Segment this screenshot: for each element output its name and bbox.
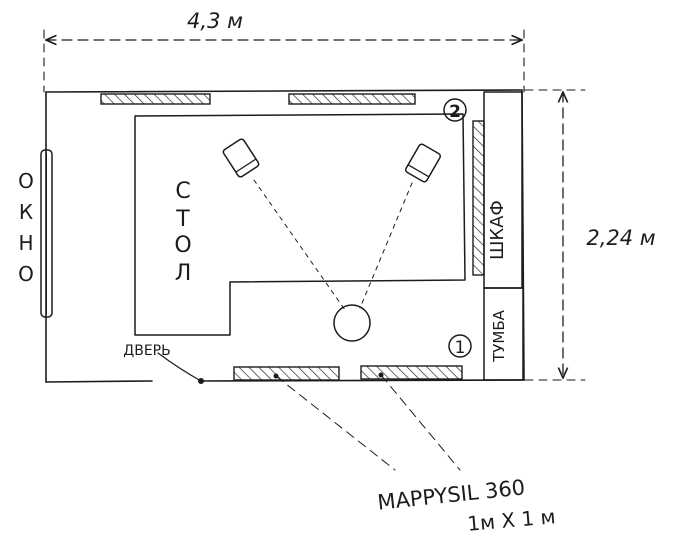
material-leader-right bbox=[380, 374, 461, 471]
bottom-wall-left bbox=[45, 380, 153, 383]
listener-head bbox=[333, 304, 371, 342]
width-dimension: 4,3 м bbox=[43, 9, 525, 93]
width-label: 4,3 м bbox=[187, 9, 243, 33]
door-label: ДВЕРЬ bbox=[123, 343, 170, 359]
speaker-left-front bbox=[235, 158, 257, 173]
top-wall bbox=[45, 89, 523, 93]
nightstand-box bbox=[483, 287, 524, 381]
bottom-wall-right bbox=[199, 379, 525, 382]
speaker-right bbox=[404, 143, 442, 183]
marker-2-label: 2 bbox=[449, 102, 461, 122]
marker-2-circle bbox=[443, 98, 467, 122]
table-outline bbox=[134, 113, 466, 336]
marker-1-circle bbox=[448, 334, 472, 358]
height-dimension: 2,24 м bbox=[524, 89, 656, 381]
door: ДВЕРЬ bbox=[123, 343, 204, 384]
wardrobe: ШКАФ bbox=[483, 91, 523, 289]
table-label-letter: О bbox=[174, 233, 191, 258]
sightline-right bbox=[359, 182, 413, 309]
material-size: 1м Х 1 м bbox=[466, 504, 556, 536]
marker-1-label: 1 bbox=[455, 338, 466, 358]
nightstand: ТУМБА bbox=[483, 287, 524, 381]
acoustic-panel-bottom-left bbox=[233, 366, 340, 381]
speaker-right-front bbox=[407, 164, 430, 178]
table-label-letter: Л bbox=[175, 261, 192, 286]
material-leaders bbox=[275, 374, 461, 471]
window-label-letter: К bbox=[19, 200, 33, 224]
table-label-letter: Т bbox=[175, 207, 190, 232]
nightstand-label: ТУМБА bbox=[490, 309, 508, 363]
window-label-letter: Н bbox=[18, 231, 33, 255]
height-label: 2,24 м bbox=[586, 226, 655, 250]
table: С Т О Л bbox=[134, 113, 466, 336]
material-leader-left bbox=[275, 375, 396, 471]
window-label-letter: О bbox=[18, 262, 34, 286]
speaker-right-body bbox=[404, 143, 442, 183]
marker-1: 1 bbox=[448, 334, 472, 358]
window-label-letter: О bbox=[18, 169, 34, 193]
door-leader-line bbox=[157, 352, 202, 382]
sightline-left bbox=[253, 179, 346, 311]
wardrobe-label: ШКАФ bbox=[487, 200, 508, 260]
window-label: О К Н О bbox=[18, 169, 34, 286]
window-frame bbox=[40, 149, 53, 318]
window bbox=[40, 149, 53, 318]
acoustic-panel-right-wall bbox=[472, 120, 485, 276]
listening-position bbox=[253, 179, 413, 342]
material-note: MAPPYSIL 360 1м Х 1 м bbox=[376, 475, 556, 535]
speaker-left-body bbox=[222, 138, 260, 178]
acoustic-panel-bottom-right bbox=[360, 365, 463, 380]
acoustic-panels bbox=[100, 93, 485, 381]
speaker-left bbox=[222, 138, 260, 178]
table-label-letter: С bbox=[175, 179, 190, 204]
acoustic-panel-top-right bbox=[288, 93, 416, 105]
marker-2: 2 bbox=[443, 98, 467, 122]
acoustic-panel-top-left bbox=[100, 93, 211, 105]
